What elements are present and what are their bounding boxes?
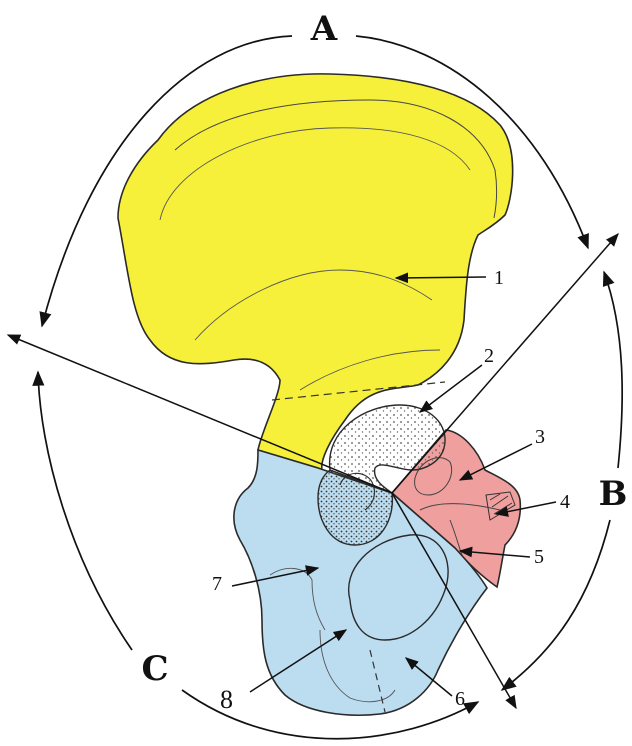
region-label-c: C: [141, 649, 168, 689]
region-label-a: A: [310, 9, 338, 49]
callout-number-8: 8: [220, 685, 233, 714]
callout-number-2: 2: [484, 345, 494, 367]
arc-region-b-bottom: [502, 520, 610, 690]
callout-number-6: 6: [455, 688, 465, 710]
callout-number-7: 7: [212, 573, 222, 595]
callout-number-5: 5: [534, 546, 544, 568]
callout-number-1: 1: [494, 267, 504, 289]
arc-region-b-top: [604, 272, 622, 468]
arc-region-c-top: [38, 372, 132, 650]
callout-number-3: 3: [535, 426, 545, 448]
callout-number-4: 4: [560, 491, 570, 513]
callout-arrow-1: [396, 277, 486, 278]
region-label-b: B: [599, 474, 628, 514]
